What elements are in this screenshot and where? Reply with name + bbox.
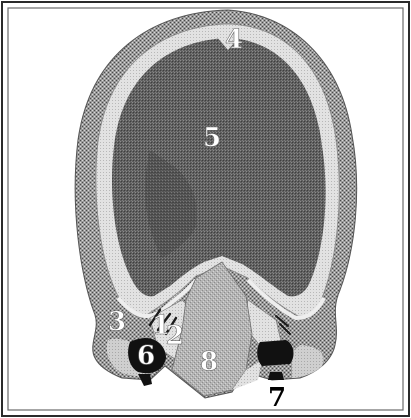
- label-7: 7: [268, 383, 286, 413]
- label-8: 8: [200, 347, 218, 377]
- label-2: 2: [166, 321, 184, 351]
- label-5: 5: [203, 123, 221, 153]
- right-dark-structure-tail: [268, 372, 284, 380]
- right-dark-structure: [257, 340, 293, 366]
- label-6: 6: [137, 341, 155, 371]
- label-4: 4: [225, 25, 243, 55]
- label-3: 3: [108, 307, 126, 337]
